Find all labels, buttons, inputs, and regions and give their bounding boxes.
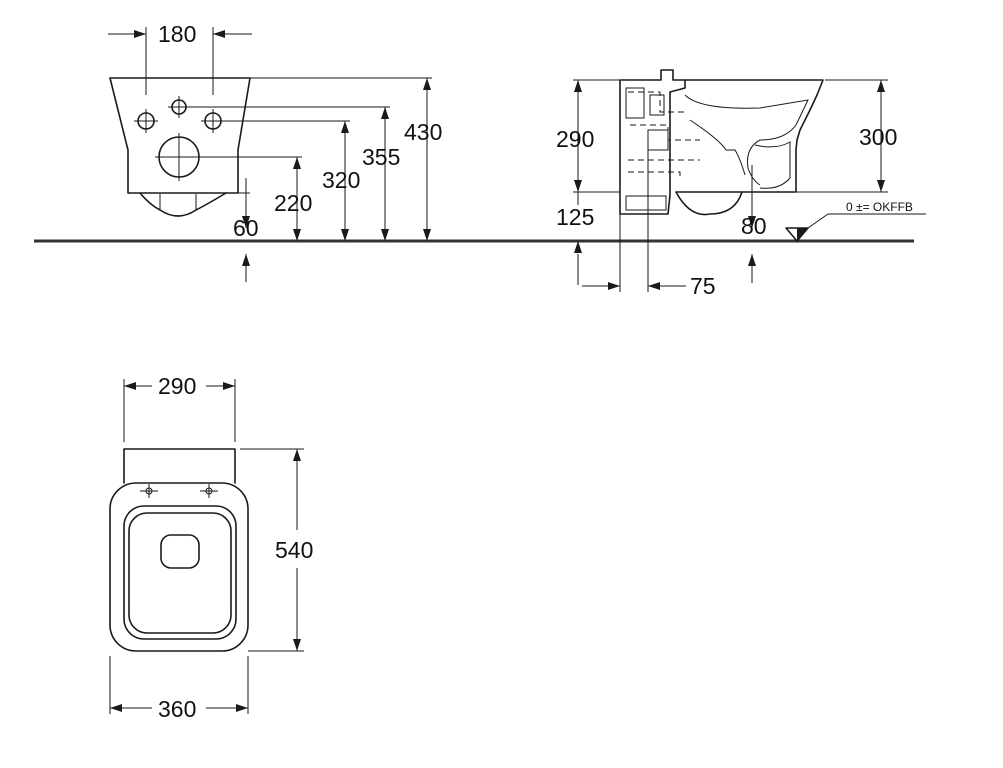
top-bolt-marks <box>140 484 218 498</box>
dim-290-side: 290 <box>556 126 594 152</box>
dim-60: 60 <box>233 215 259 241</box>
dim-290-top: 290 <box>158 373 196 399</box>
side-trap <box>675 191 743 216</box>
front-body-outline <box>109 77 251 194</box>
side-view: 290 125 300 80 75 0 ±= OKFFB <box>556 69 926 299</box>
dim-80: 80 <box>741 213 767 239</box>
dim-320: 320 <box>322 167 360 193</box>
front-view: 180 430 355 320 220 60 <box>108 21 442 282</box>
top-outer <box>109 482 249 652</box>
dim-180: 180 <box>158 21 196 47</box>
side-bowl-outline <box>676 79 824 193</box>
top-bowl-opening <box>160 534 200 569</box>
dim-75: 75 <box>690 273 716 299</box>
dim-355: 355 <box>362 144 400 170</box>
dim-540: 540 <box>275 537 313 563</box>
front-bolt-holes <box>134 96 225 133</box>
front-trap <box>139 192 227 217</box>
dim-125: 125 <box>556 204 594 230</box>
side-flange <box>619 69 686 215</box>
floor-reference-label: 0 ±= OKFFB <box>846 200 913 214</box>
dim-360: 360 <box>158 696 196 722</box>
top-view: 290 540 360 <box>109 373 313 722</box>
dim-430: 430 <box>404 119 442 145</box>
dim-220: 220 <box>274 190 312 216</box>
top-back <box>123 448 236 484</box>
dim-300: 300 <box>859 124 897 150</box>
top-seat <box>123 505 237 640</box>
